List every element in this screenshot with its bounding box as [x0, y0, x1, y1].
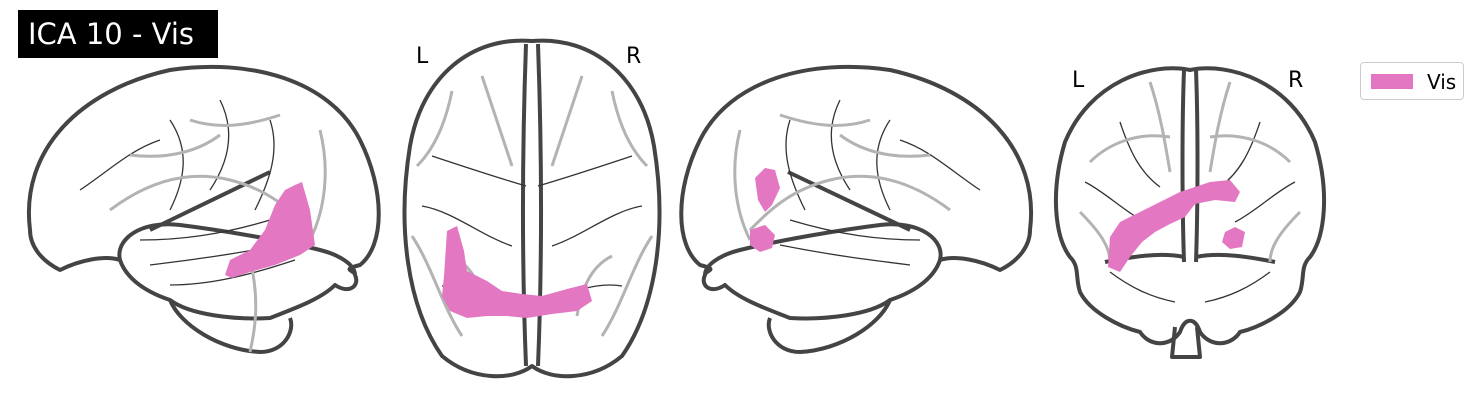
component-blob-axial — [442, 226, 592, 318]
legend: Vis — [1360, 62, 1464, 100]
coronal-view: L R — [1050, 62, 1340, 362]
component-blob-coronal — [1108, 180, 1240, 272]
component-blob-sagittal-right-1 — [755, 168, 780, 212]
component-blob-coronal-2 — [1222, 227, 1245, 249]
coronal-left-label: L — [1072, 68, 1085, 93]
component-blob-sagittal-left — [225, 182, 315, 278]
axial-left-label: L — [416, 44, 429, 69]
axial-view: L R — [392, 36, 672, 386]
axial-right-label: R — [626, 44, 642, 69]
legend-label: Vis — [1427, 70, 1457, 94]
legend-swatch — [1371, 74, 1413, 89]
component-blob-sagittal-right-2 — [750, 225, 775, 252]
sagittal-view-left — [20, 60, 385, 360]
coronal-right-label: R — [1288, 68, 1304, 93]
sagittal-view-right — [679, 60, 1040, 360]
figure-title: ICA 10 - Vis — [18, 10, 218, 58]
